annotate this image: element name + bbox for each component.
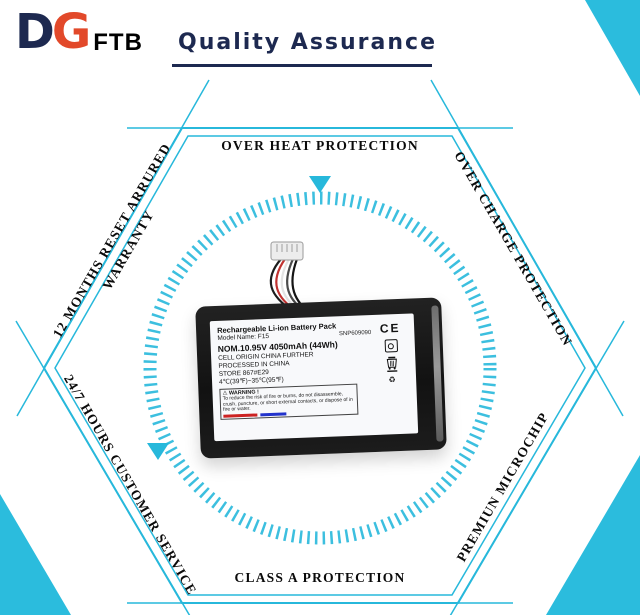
battery-label-text: Rechargeable Li-ion Battery Pack Model N… [217,320,375,437]
certification-dot [387,342,394,349]
brand-header: DG FTB Quality Assurance [0,0,640,90]
corner-triangle-top-right [585,0,640,96]
battery-photo: Rechargeable Li-ion Battery Pack Model N… [195,297,447,459]
ce-mark: CE [379,320,401,336]
certification-icon [384,339,398,353]
connector-ridges [276,244,298,252]
battery-label: Rechargeable Li-ion Battery Pack Model N… [209,313,419,442]
battery-label-icons: CE ♻ [371,319,413,431]
tagline-underline [172,64,432,67]
logo-letter-g: G [51,4,91,60]
crossed-wheelie-bin-icon [386,356,397,372]
dashed-tick-ring [143,191,497,545]
corner-triangle-bottom-right [546,455,640,615]
warning-red-print [223,412,258,418]
battery-warning-box: ⚠ WARNING ! To reduce the risk of fire o… [219,383,359,420]
warning-blue-print [260,411,287,416]
battery-serial: SNP609090 [338,330,372,338]
down-arrow-icon-left [147,443,169,460]
feature-over-heat-protection: OVER HEAT PROTECTION [221,138,419,153]
tagline: Quality Assurance [178,30,438,55]
logo-ftb: FTB [93,29,143,57]
hexagon-outline-inner [54,135,586,596]
hexagon-outline-outer [42,127,598,604]
logo-dg: DG [15,8,91,56]
corner-triangle-bottom-left [0,494,71,615]
down-arrow-icon-top [309,176,331,193]
brand-logo: DG FTB [15,8,143,57]
logo-letter-d: D [15,4,55,60]
feature-class-a-protection: CLASS A PROTECTION [234,570,406,585]
recycle-icon: ♻ [388,375,396,385]
